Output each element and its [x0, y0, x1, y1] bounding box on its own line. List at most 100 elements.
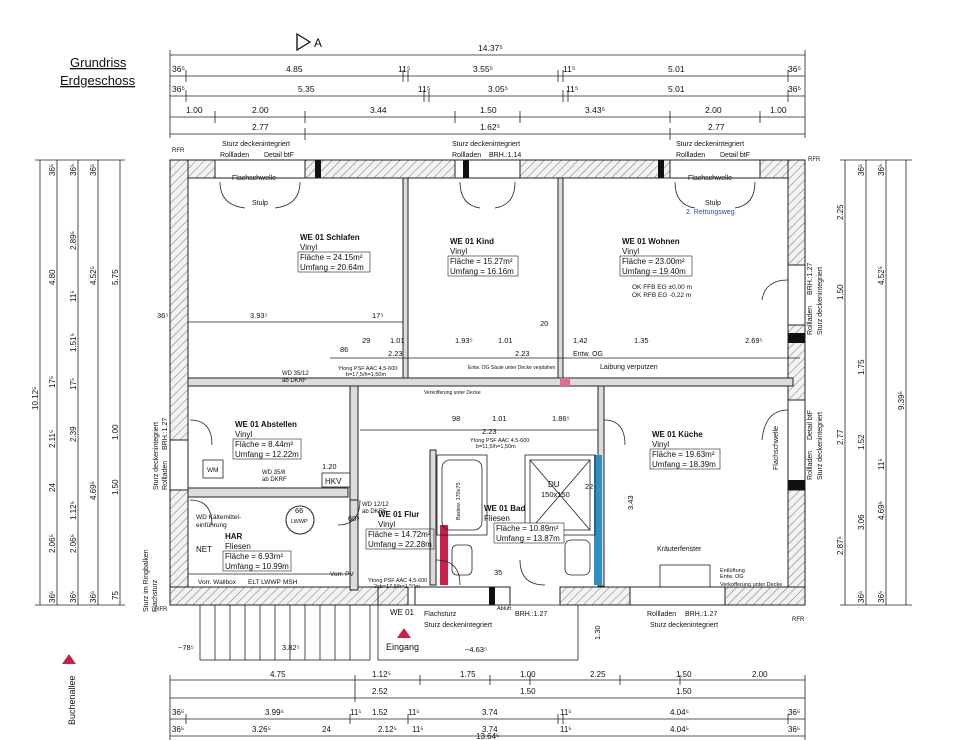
dim-bot-r4-1: 3.26⁵: [252, 725, 271, 734]
badewanne-label: Badew. 170x75: [456, 482, 462, 520]
dim-bot-r3-4: 11⁵: [408, 708, 420, 717]
rettungsweg-label: 2. Rettungsweg: [686, 209, 735, 216]
room-floor: Fliesen: [225, 542, 251, 551]
sturz-ring-left: Sturz im Ringbalken: [143, 549, 150, 612]
room-name: WE 01 Küche: [652, 430, 703, 439]
entrance-arrow-icon: [397, 628, 411, 638]
room-name: WE 01 Wohnen: [622, 237, 680, 246]
room-floor: Vinyl: [235, 430, 252, 439]
stulp-1: Stulp: [252, 200, 268, 207]
verkofferung-label-2: Verkofferung unter Decke: [720, 582, 782, 588]
dim-bot-r4-6: 11⁵: [560, 725, 572, 734]
section-marker-label: A: [314, 36, 322, 50]
dim-top-r2-0: 36⁵: [172, 84, 185, 94]
room-area: Fläche = 19.63m²: [652, 450, 715, 459]
dim-top-r3-4: 3.43⁵: [585, 105, 605, 115]
dim-223b: 2.23: [515, 349, 530, 358]
dim-left-a3: 2.11⁵: [48, 430, 57, 448]
kraeuter-label: Kräuterfenster: [657, 546, 702, 553]
okrfb-label: OK RFB EG -0,22 m: [632, 292, 691, 299]
room-har: HAR Fliesen Fläche = 6.93m² Umfang = 10.…: [222, 532, 292, 572]
dim-120: 1.20: [322, 462, 337, 471]
detail-label-3: Detail btF: [720, 152, 750, 159]
dim-78: ~78⁵: [178, 643, 194, 652]
dim-top-r1-2: 11⁵: [398, 64, 410, 74]
room-area: Fläche = 23.00m²: [622, 257, 685, 266]
dim-left-c2: 4.69⁵: [89, 481, 98, 500]
dim-bot-r3-5: 3.74: [482, 708, 498, 717]
room-flur: WE 01 Flur Vinyl Fläche = 14.72m² Umfang…: [365, 510, 435, 550]
dim-right-b3: 3.06: [857, 514, 866, 530]
dim-top-r1-0: 36⁵: [172, 64, 185, 74]
vorr-pv-label: Vorr. PV: [330, 571, 355, 578]
dim-top-r2-3: 3.05⁵: [488, 84, 508, 94]
wd-1: WD 35/12: [282, 371, 309, 377]
dim-29: 29: [362, 336, 370, 345]
dim-bot-r1-4: 2.25: [590, 670, 606, 679]
room-perimeter: Umfang = 13.87m: [496, 534, 560, 543]
dim-223c: 2.23: [482, 427, 497, 436]
dim-top-r2-2: 11⁵: [418, 84, 430, 94]
dim-175: 17⁵: [372, 311, 383, 320]
dim-left-d2: 1.50: [111, 479, 120, 495]
rfr-br: RFR: [792, 617, 805, 623]
pink-wall-segment: [560, 378, 570, 386]
dim-right-c1: 1.50: [836, 284, 845, 300]
dim-top-r1-6: 36⁵: [788, 64, 801, 74]
dim-top-r2-6: 36⁵: [788, 84, 801, 94]
dim-bot-r4-5: 3.74: [482, 725, 498, 734]
sturz-right-1: Sturz deckenintegriert: [817, 267, 824, 335]
room-bad: WE 01 Bad Fliesen Fläche = 10.89m² Umfan…: [484, 504, 565, 544]
dim-right-a0: 36⁵: [877, 164, 886, 176]
washer-icon: [202, 459, 224, 479]
wd-3: WD 12/12: [362, 502, 389, 508]
room-perimeter: Umfang = 20.64m: [300, 263, 364, 272]
dim-bot-r1-0: 4.75: [270, 670, 286, 679]
lwwp-label: LWWP: [291, 519, 308, 525]
dim-269: 2.69⁵: [745, 336, 763, 345]
room-floor: Fliesen: [484, 514, 510, 523]
dim-bot-r2-1: 1.50: [520, 687, 536, 696]
dim-bot-r1-2: 1.75: [460, 670, 476, 679]
dim-left-b5: 2.39: [69, 426, 78, 442]
dim-top-r3-5: 2.00: [705, 105, 722, 115]
dim-bot-r1-1: 1.12⁵: [372, 670, 391, 679]
rollladen-label-2: Rollladen: [452, 152, 481, 159]
room-floor: Vinyl: [652, 440, 669, 449]
wd-3b: ab DKRF: [362, 509, 387, 515]
dim-right-a1: 4.52⁵: [877, 266, 886, 285]
dim-bot-r3-8: 36⁵: [788, 708, 800, 717]
room-floor: Vinyl: [378, 520, 395, 529]
rollladen-label-1: Rollladen: [220, 152, 249, 159]
room-perimeter: Umfang = 18.39m: [652, 460, 716, 469]
rollladen-right-2: Rollladen: [807, 451, 814, 480]
dim-130: 1.30: [593, 625, 602, 640]
room-name: WE 01 Bad: [484, 504, 525, 513]
dim-top-r1-5: 5.01: [668, 64, 685, 74]
ytong-1b: b=17,5/h=1,50m: [346, 372, 386, 378]
dim-top-r3-1: 2.00: [252, 105, 269, 115]
dim-bot-r3-3: 1.52: [372, 708, 388, 717]
dim-left-c3: 36⁵: [89, 591, 98, 603]
dim-bot-r1-6: 2.00: [752, 670, 768, 679]
room-schlafen: WE 01 Schlafen Vinyl Fläche = 24.15m² Um…: [297, 233, 371, 273]
room-area: Fläche = 14.72m²: [368, 530, 431, 539]
rfr-bl: RFR: [155, 607, 168, 613]
msh-label: MSH: [283, 579, 298, 586]
ytong-2b: b=11,5/h=1,50m: [476, 444, 516, 450]
room-perimeter: Umfang = 12.22m: [235, 450, 299, 459]
vorr-wallbox-label: Vorr. Wallbox: [198, 579, 237, 586]
plan-title-line2: Erdgeschoss: [60, 73, 136, 88]
dim-left-a4: 24: [48, 483, 57, 492]
dim-20: 20: [540, 319, 548, 328]
dim-left-overall: 10.12⁵: [31, 387, 40, 410]
okffb-label: OK FFB EG ±0,00 m: [632, 284, 692, 291]
dim-101b: 1.01: [498, 336, 513, 345]
dim-right-overall: 9.39⁵: [897, 391, 906, 410]
dim-right-b2: 1.52: [857, 434, 866, 450]
room-wohnen: WE 01 Wohnen Vinyl Fläche = 23.00m² Umfa…: [619, 237, 693, 299]
hkv-box: [321, 472, 351, 488]
dim-top-r3-0: 1.00: [186, 105, 203, 115]
room-perimeter: Umfang = 22.28m: [368, 540, 432, 549]
room-kind: WE 01 Kind Vinyl Fläche = 15.27m² Umfang…: [447, 237, 519, 277]
